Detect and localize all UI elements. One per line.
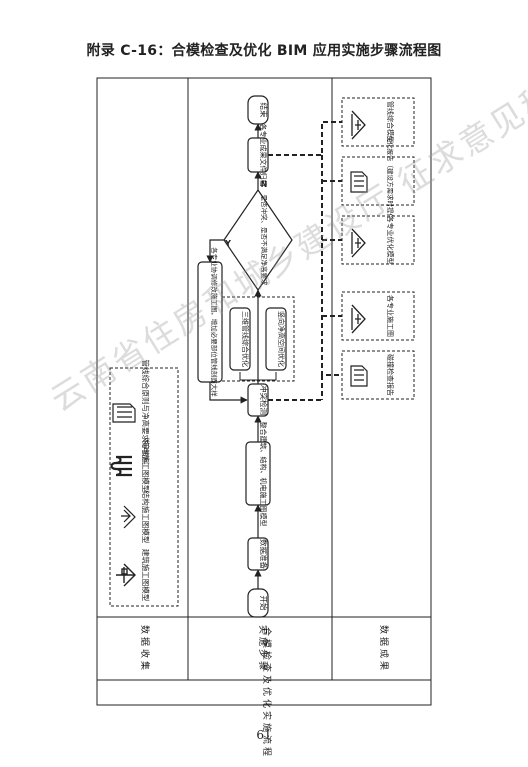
section-collect-label: 数据收集 (139, 625, 151, 673)
prepare-label: 数据准备 (259, 539, 269, 569)
result-opt-models-box (341, 215, 415, 265)
clash-report-document-icon (350, 365, 368, 387)
opt-models-label: 各专业优化模型 (386, 216, 395, 265)
integrate-node (245, 441, 271, 506)
pipe-model-label: 管线综合模型 (386, 101, 395, 143)
opt-models-house-icon (351, 228, 366, 258)
yes-label: Y (224, 239, 231, 248)
result-drawings-box (341, 291, 415, 341)
result-clash-report-box (341, 350, 415, 400)
clash-report-label: 碰撞检查报告 (386, 354, 395, 396)
pipe-model-house-icon (351, 110, 366, 140)
table-frame (96, 77, 432, 706)
drawings-house-icon (351, 304, 366, 334)
mep-opt-node (229, 307, 251, 371)
row-header: 合模检查及优化实施流程 (261, 627, 273, 759)
end-label: 结束 (259, 103, 269, 118)
page-title: 附录 C-16：合模检查及优化 BIM 应用实施步骤流程图 (86, 43, 442, 59)
mep-model-label: 机电施工图模型 (141, 440, 151, 493)
struct-model-house-icon (121, 505, 136, 529)
clash-label: 冲突检测 (259, 385, 269, 415)
start-label: 开始 (259, 596, 269, 611)
mep-model-pipe-icon (110, 455, 132, 477)
report-label: 优化报告（建设方需求时提供） (386, 136, 395, 227)
drawings-label: 各专业施工图 (386, 295, 395, 337)
decision-label: 是否冲突、是否不满足净高要求 (260, 195, 269, 287)
space-opt-node (265, 307, 287, 371)
arch-model-label: 建筑施工图模型 (141, 549, 151, 602)
start-node (247, 588, 269, 618)
integrate-label: 整合建筑、结构、机电施工图模型 (259, 422, 268, 527)
decision-node (223, 188, 293, 292)
report-document-icon (350, 171, 368, 193)
arch-model-house-icon (116, 563, 136, 587)
prepare-node (247, 537, 269, 571)
coordinate-node (197, 261, 223, 383)
struct-model-label: 结构施工图模型 (141, 491, 151, 544)
requirements-label: 管线综合原则与净高要求等资料 (141, 360, 151, 465)
mep-opt-label: 三维管线综合优化 (241, 311, 250, 367)
section-steps-label: 实施步骤 (257, 625, 269, 673)
requirements-document-icon (112, 403, 136, 423)
result-pipe-model-box (341, 97, 415, 147)
section-results-label: 数据成果 (378, 625, 390, 673)
coordinate-label: 各专业协调修改施工图，增加必要部位管线剖面大样 (210, 247, 219, 397)
end-node (247, 95, 269, 125)
no-label: N (261, 180, 268, 189)
page-number: 61 (256, 728, 272, 742)
space-opt-label: 竖向净高空间优化 (277, 311, 286, 367)
collect-box (109, 367, 179, 607)
archive-label: 各专业成果文件归档 (259, 124, 268, 187)
